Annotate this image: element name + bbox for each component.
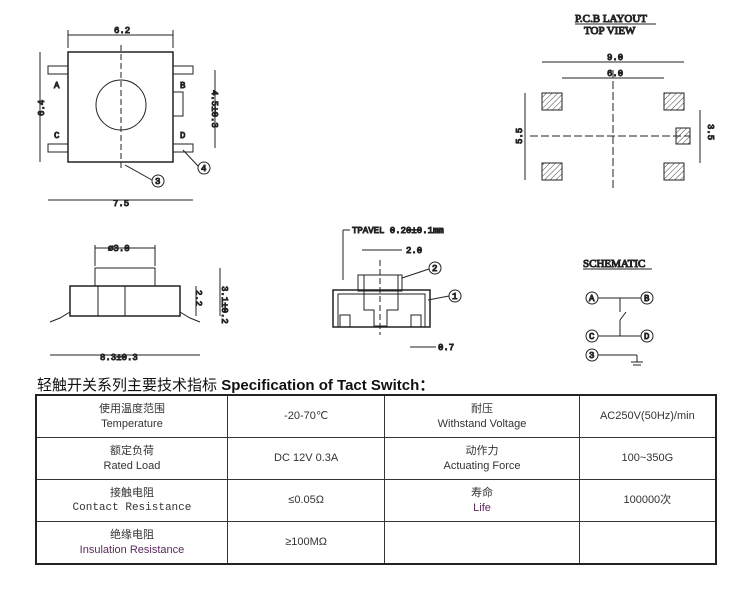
callout-4: 4 (201, 164, 206, 174)
pin-b: B (180, 81, 186, 91)
spec-label-cell: 耐压 Withstand Voltage (384, 394, 580, 438)
table-row: 使用温度范围 Temperature -20-70℃ 耐压 Withstand Volt… (35, 394, 717, 438)
spec-table: 使用温度范围 Temperature -20-70℃ 耐压 Withstand Volt… (35, 394, 717, 565)
spec-value-cell (578, 521, 717, 565)
spec-value-cell: 100000次 (578, 479, 717, 522)
spec-label-cell: 动作力 Actuating Force (384, 437, 580, 480)
pin-a: A (54, 81, 60, 91)
label-cn: 接触电阻 (109, 486, 154, 499)
label-en: Life (473, 501, 491, 514)
dim-stem: 2.0 (406, 246, 422, 256)
spec-value-cell: DC 12V 0.3A (226, 437, 386, 480)
label-cn: 额定负荷 (109, 444, 154, 457)
dim-outer: 9.0 (607, 53, 623, 63)
label-cn: 寿命 (471, 486, 494, 499)
node-a: A (589, 294, 595, 304)
spec-label-cell (384, 521, 580, 565)
dim-diameter: ⌀3.0 (108, 244, 130, 254)
spec-value: 100000次 (623, 494, 672, 506)
dim-body-h: 2.2 (193, 290, 203, 306)
dim-total-h: 3.1±0.2 (219, 286, 229, 324)
spec-label-cell: 寿命 Life (384, 479, 580, 522)
label-cn: 动作力 (465, 444, 499, 457)
dim-height: 6.4 (37, 100, 47, 116)
label-en: Rated Load (103, 459, 161, 472)
schematic-drawing (585, 291, 654, 366)
section-view-drawing (332, 229, 462, 348)
node-3: 3 (589, 351, 594, 361)
pcb-title: P.C.B LAYOUT (575, 13, 647, 25)
pin-d: D (180, 131, 185, 141)
dim-width: 6.2 (114, 26, 130, 36)
callout-2: 2 (432, 264, 437, 274)
pcb-subtitle: TOP VIEW (584, 25, 636, 37)
pcb-layout-drawing (524, 61, 701, 190)
spec-value: ≥100MΩ (285, 536, 328, 548)
spec-value-cell: ≤0.05Ω (226, 479, 386, 522)
dim-pin: 0.7 (438, 343, 454, 353)
spec-value: AC250V(50Hz)/min (599, 410, 695, 422)
travel-label: TPAVEL 0.20±0.1mm (352, 226, 444, 236)
dim-pcb-height: 5.5 (515, 128, 525, 144)
top-view-drawing (39, 30, 216, 201)
label-en: Actuating Force (443, 459, 521, 472)
label-en: Temperature (101, 417, 163, 430)
spec-value-cell: AC250V(50Hz)/min (578, 394, 717, 438)
callout-3: 3 (155, 177, 160, 187)
label-cn: 使用温度范围 (98, 402, 165, 415)
spec-value: ≤0.05Ω (288, 494, 324, 506)
callout-1: 1 (452, 292, 457, 302)
dim-pin-pitch: 4.5±0.3 (209, 90, 219, 128)
spec-title-en: Specification of Tact Switch： (221, 377, 435, 394)
spec-value-cell: -20-70℃ (226, 394, 386, 438)
label-en: Insulation Resistance (79, 543, 185, 556)
spec-value-cell: 100~350G (578, 437, 717, 480)
dim-pad-span: 3.5 (705, 124, 715, 140)
node-c: C (589, 332, 595, 342)
schematic-title: SCHEMATIC (583, 258, 645, 270)
spec-label-cell: 绝缘电阻 Insulation Resistance (35, 521, 228, 565)
spec-label-cell: 额定负荷 Rated Load (35, 437, 228, 480)
label-en: Withstand Voltage (437, 417, 527, 430)
technical-drawings: 6.2 6.4 4.5±0.3 7.5 A B C D 3 4 P.C.B LA… (37, 13, 716, 366)
dim-inner: 6.0 (607, 69, 623, 79)
spec-label-cell: 使用温度范围 Temperature (35, 394, 228, 438)
label-en: Contact Resistance (72, 501, 192, 514)
label-cn: 耐压 (471, 402, 494, 415)
label-cn: 绝缘电阻 (109, 528, 154, 541)
spec-title-cn: 轻触开关系列主要技术指标 (37, 377, 218, 394)
dim-overall: 7.5 (113, 199, 129, 209)
spec-title: 轻触开关系列主要技术指标 Specification of Tact Switc… (37, 374, 434, 395)
dim-length: 8.3±0.3 (100, 353, 138, 363)
spec-value: DC 12V 0.3A (274, 452, 339, 464)
side-view-drawing (49, 245, 221, 356)
node-d: D (644, 332, 649, 342)
spec-value-cell: ≥100MΩ (226, 521, 386, 565)
table-row: 接触电阻 Contact Resistance ≤0.05Ω 寿命 Life 100000… (35, 479, 717, 522)
node-b: B (644, 294, 650, 304)
pin-c: C (54, 131, 60, 141)
spec-label-cell: 接触电阻 Contact Resistance (35, 479, 228, 522)
spec-value: 100~350G (621, 452, 674, 464)
table-row: 额定负荷 Rated Load DC 12V 0.3A 动作力 Actuating Fo… (35, 437, 717, 480)
spec-value: -20-70℃ (284, 410, 329, 422)
table-row: 绝缘电阻 Insulation Resistance ≥100MΩ (35, 521, 717, 565)
